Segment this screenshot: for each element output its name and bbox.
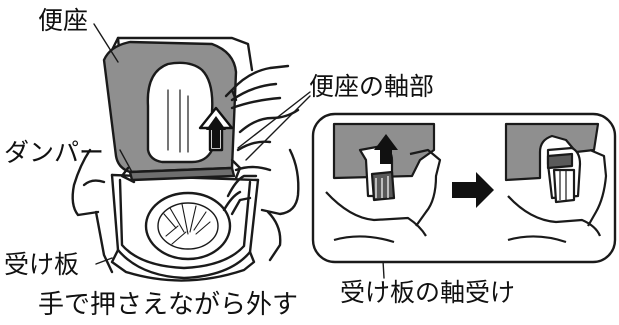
- label-receiving-plate: 受け板: [4, 250, 80, 279]
- detail-inset: [311, 112, 617, 264]
- toilet-body: [110, 173, 260, 282]
- right-hand: [222, 108, 300, 216]
- instruction-caption: 手で押さえながら外す: [38, 290, 299, 320]
- label-toilet-seat: 便座: [38, 6, 89, 35]
- toilet-bowl: [144, 191, 232, 261]
- label-damper: ダンパー: [4, 138, 105, 167]
- left-hand: [224, 64, 290, 110]
- chair-frame: [71, 36, 300, 274]
- label-plate-bearing: 受け板の軸受け: [340, 278, 516, 307]
- right-arrow-icon: [452, 172, 494, 208]
- up-arrow-icon: [198, 106, 234, 152]
- up-arrow-icon: [374, 134, 398, 164]
- label-seat-hinge: 便座の軸部: [309, 72, 435, 101]
- toilet-seat-shape: [102, 40, 242, 184]
